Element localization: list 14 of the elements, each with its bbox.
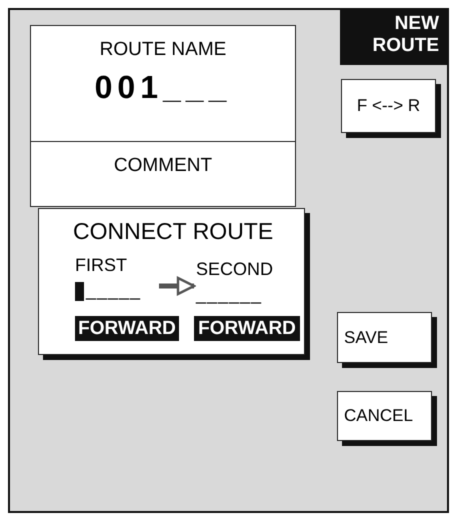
comment-field-panel [30,141,296,207]
field-label: FIRST [75,255,127,276]
entry-field: ______ [196,284,262,305]
menu-title: NEW ROUTE [340,8,447,65]
entry-field: _____ [86,280,142,301]
name-field-panel [30,25,296,142]
field-label: SECOND [196,259,274,280]
direction-indicator: FORWARD [194,316,300,341]
direction-indicator: FORWARD [75,316,179,341]
dialog-title: CONNECT ROUTE [73,218,274,245]
field-label: COMMENT [114,155,212,177]
field-label: ROUTE NAME [100,39,226,61]
route-number: 001___ [94,69,232,106]
arrow [159,276,196,296]
